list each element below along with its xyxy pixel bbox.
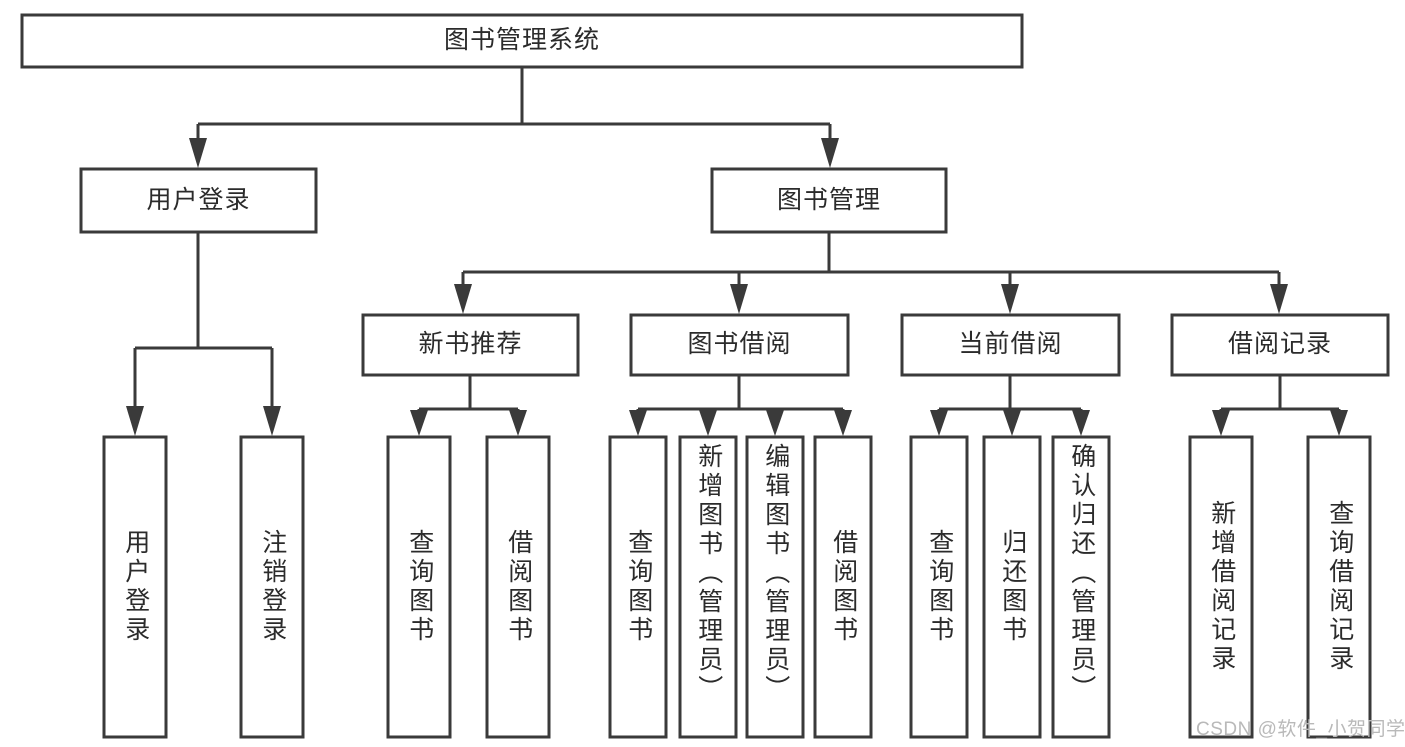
node-box-leaf-query-book-recommend[interactable] bbox=[386, 435, 452, 739]
arrow-head-icon bbox=[1003, 410, 1021, 436]
arrow-head-icon bbox=[263, 406, 281, 436]
arrow-head-icon bbox=[1001, 284, 1019, 314]
node-box-leaf-logout-login[interactable] bbox=[239, 435, 305, 739]
node-box-leaf-add-book-admin[interactable] bbox=[678, 435, 738, 739]
arrow-head-icon bbox=[766, 410, 784, 436]
arrow-head-icon bbox=[821, 138, 839, 168]
node-box-leaf-borrow-book-recommend[interactable] bbox=[485, 435, 551, 739]
connector-current-borrow-to-leaves bbox=[930, 375, 1090, 436]
arrow-head-icon bbox=[699, 410, 717, 436]
node-box-leaf-user-login[interactable] bbox=[102, 435, 168, 739]
arrow-head-icon bbox=[730, 284, 748, 314]
connector-book-borrow-to-leaves bbox=[629, 375, 852, 436]
node-box-leaf-edit-book-admin[interactable] bbox=[745, 435, 805, 739]
node-box-book-borrow[interactable] bbox=[629, 313, 850, 377]
arrow-head-icon bbox=[834, 410, 852, 436]
node-box-user-login[interactable] bbox=[79, 167, 318, 234]
node-box-leaf-query-book-current[interactable] bbox=[909, 435, 969, 739]
node-box-leaf-confirm-return-admin[interactable] bbox=[1051, 435, 1111, 739]
arrow-head-icon bbox=[930, 410, 948, 436]
connector-new-book-recommend-to-leaves bbox=[410, 375, 527, 436]
arrow-head-icon bbox=[1330, 410, 1348, 436]
arrow-head-icon bbox=[1072, 410, 1090, 436]
watermark-text: CSDN @软件_小贺同学 bbox=[1196, 719, 1405, 740]
node-box-leaf-query-book-borrow[interactable] bbox=[608, 435, 668, 739]
arrow-head-icon bbox=[189, 138, 207, 168]
arrow-head-icon bbox=[126, 406, 144, 436]
connector-root-to-level2 bbox=[189, 67, 839, 168]
arrow-head-icon bbox=[629, 410, 647, 436]
connector-user-login-to-leaves bbox=[126, 232, 281, 436]
arrow-head-icon bbox=[509, 410, 527, 436]
node-box-leaf-add-borrow-record[interactable] bbox=[1188, 435, 1254, 739]
arrow-head-icon bbox=[1212, 410, 1230, 436]
node-box-borrow-record[interactable] bbox=[1170, 313, 1390, 377]
arrow-head-icon bbox=[454, 284, 472, 314]
arrow-head-icon bbox=[1270, 284, 1288, 314]
node-box-current-borrow[interactable] bbox=[900, 313, 1121, 377]
node-box-new-book-recommend[interactable] bbox=[361, 313, 580, 377]
node-box-leaf-return-book[interactable] bbox=[982, 435, 1042, 739]
arrow-head-icon bbox=[410, 410, 428, 436]
connector-borrow-record-to-leaves bbox=[1212, 375, 1348, 436]
node-box-book-management[interactable] bbox=[710, 167, 948, 234]
connector-book-management-to-level3 bbox=[454, 232, 1288, 314]
node-box-leaf-query-borrow-record[interactable] bbox=[1306, 435, 1372, 739]
node-box-root[interactable] bbox=[20, 13, 1024, 69]
node-box-leaf-borrow-book[interactable] bbox=[813, 435, 873, 739]
